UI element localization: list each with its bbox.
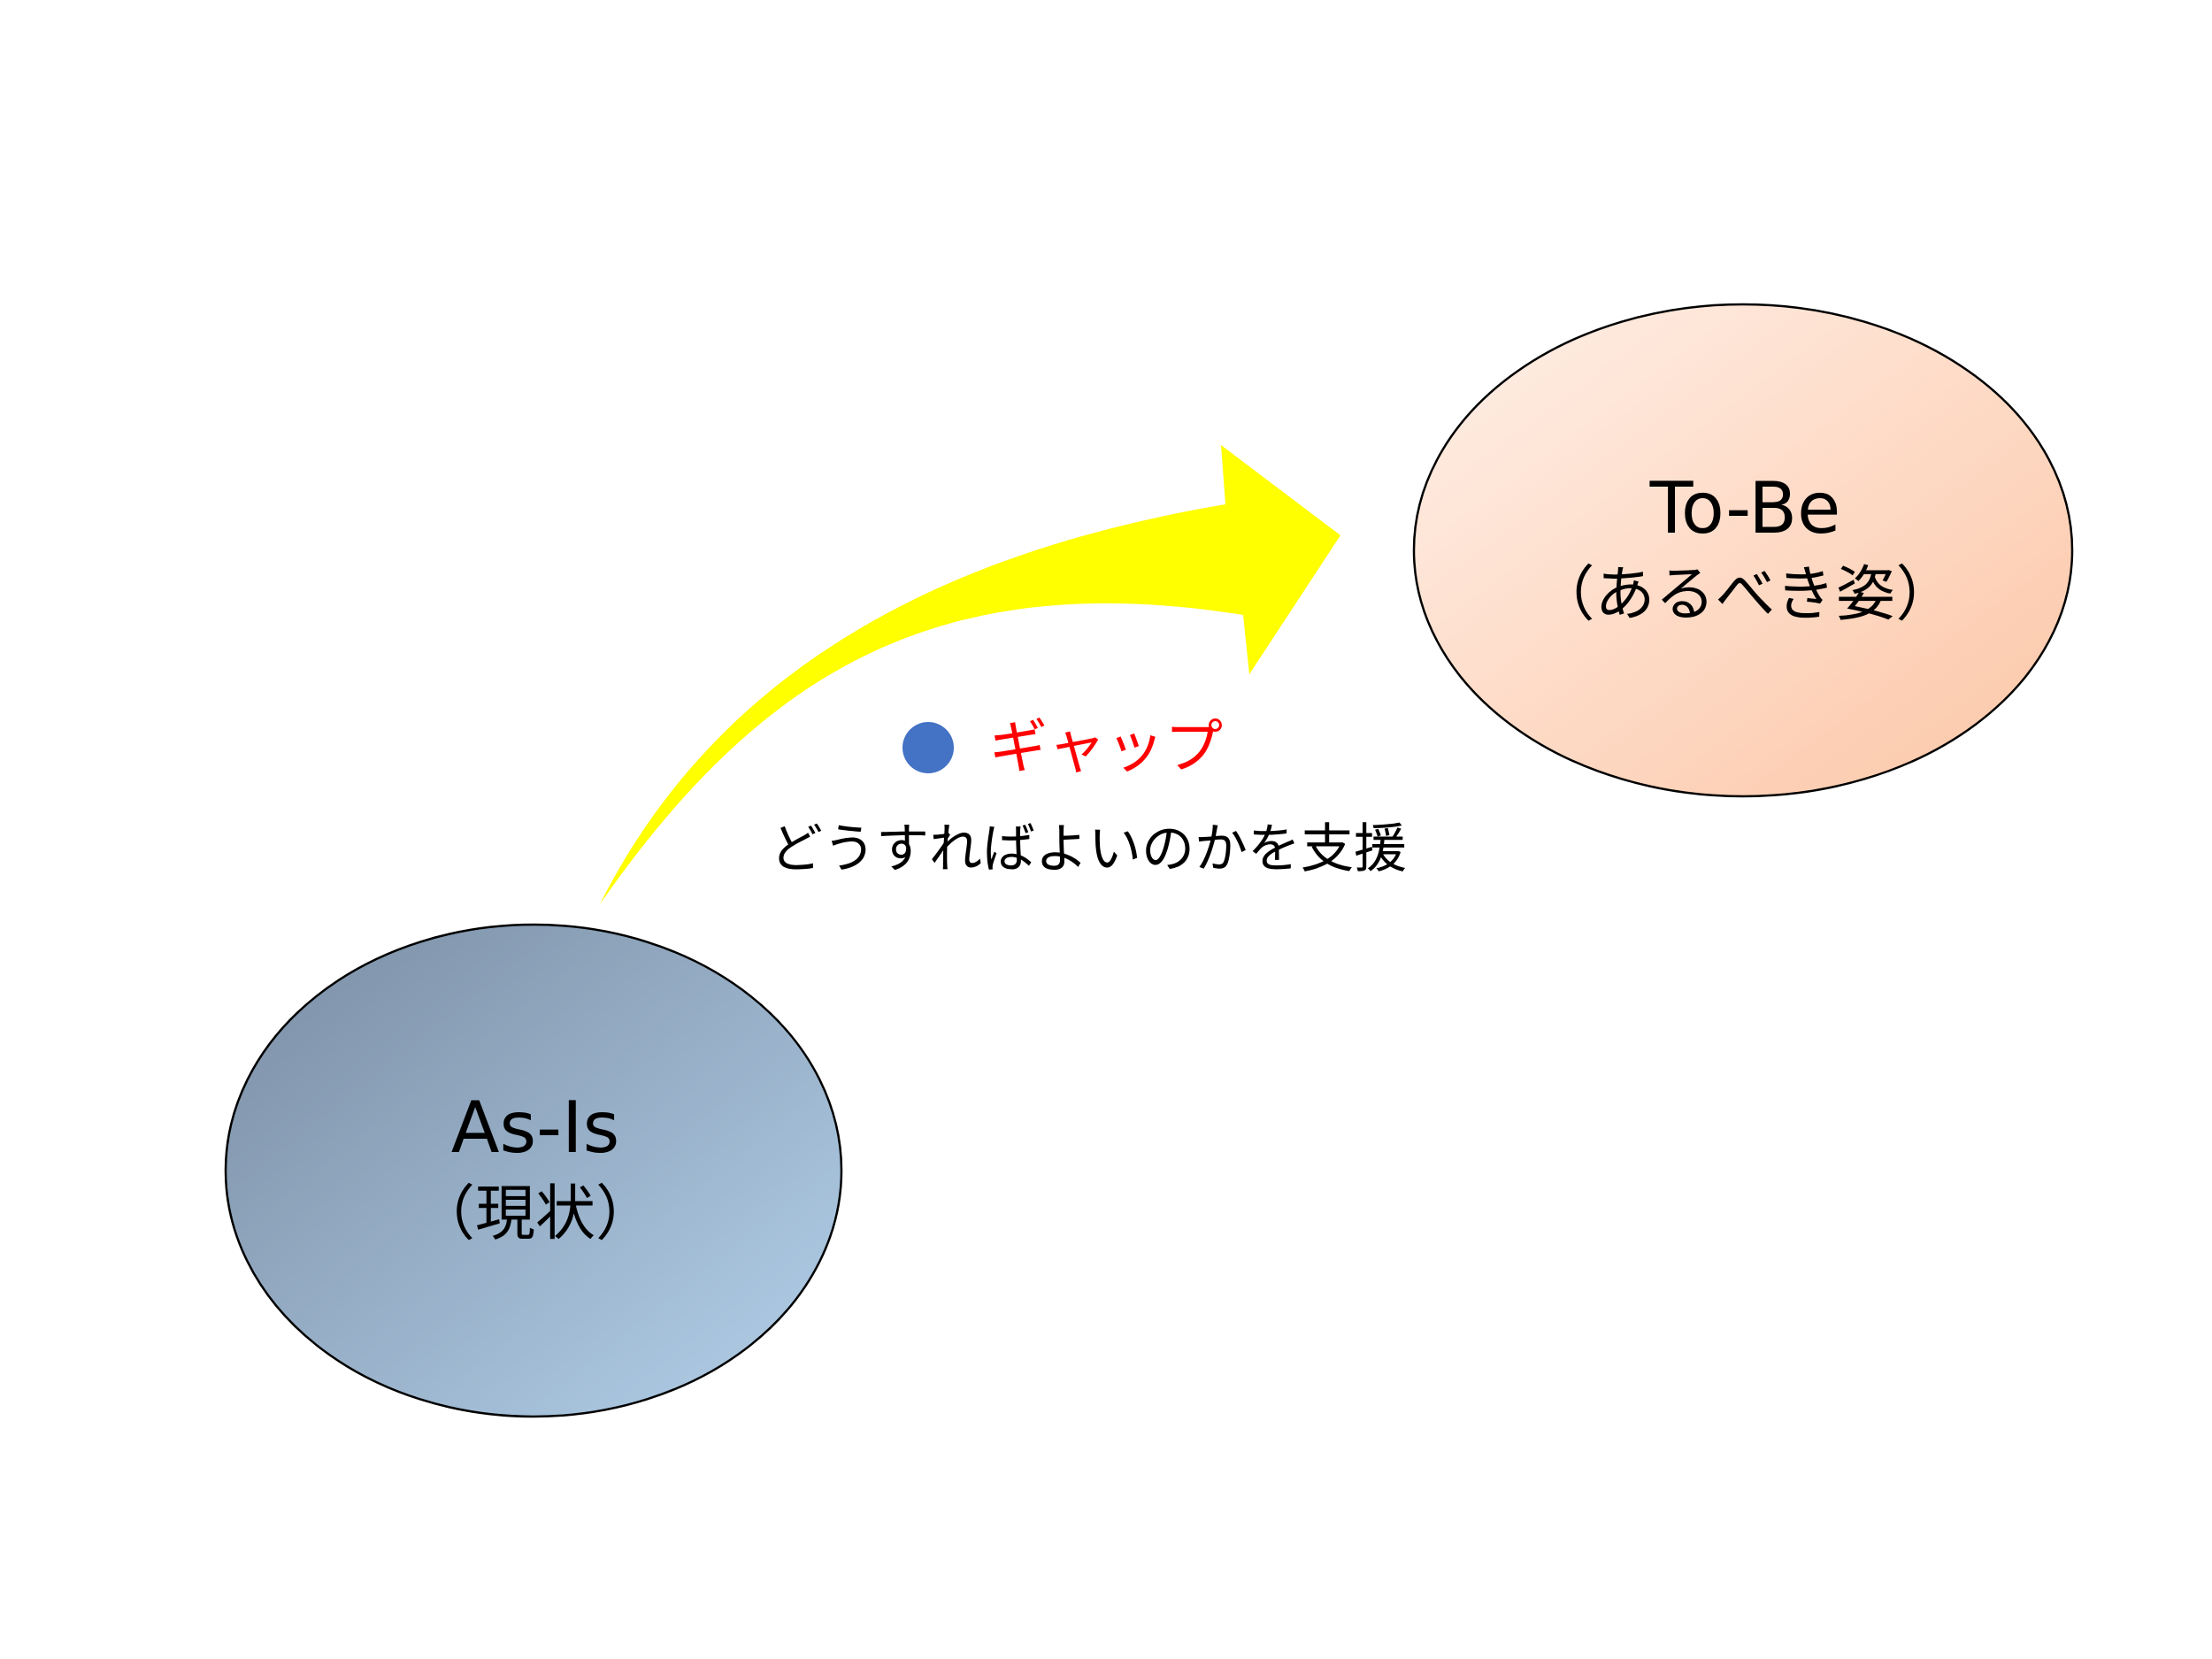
gap-annotation: ギャップ どうすればよいのかを支援 — [770, 703, 1566, 894]
as-is-title: As-Is — [450, 1087, 620, 1169]
to-be-label: To-Be （あるべき姿） — [1420, 465, 2070, 638]
to-be-subtitle: （あるべき姿） — [1534, 560, 1956, 630]
to-be-ellipse — [1412, 303, 2074, 798]
gap-description: どうすればよいのかを支援 — [770, 818, 1407, 880]
curved-arrow-icon — [600, 445, 1340, 904]
as-is-subtitle: （現状） — [414, 1179, 656, 1249]
gap-title: ギャップ — [989, 713, 1223, 781]
gap-heading: ギャップ — [770, 703, 1566, 792]
filled-circle-bullet-icon — [902, 722, 954, 773]
as-is-ellipse — [224, 923, 843, 1418]
as-is-label: As-Is （現状） — [226, 1084, 845, 1257]
to-be-title: To-Be — [1649, 467, 1841, 549]
